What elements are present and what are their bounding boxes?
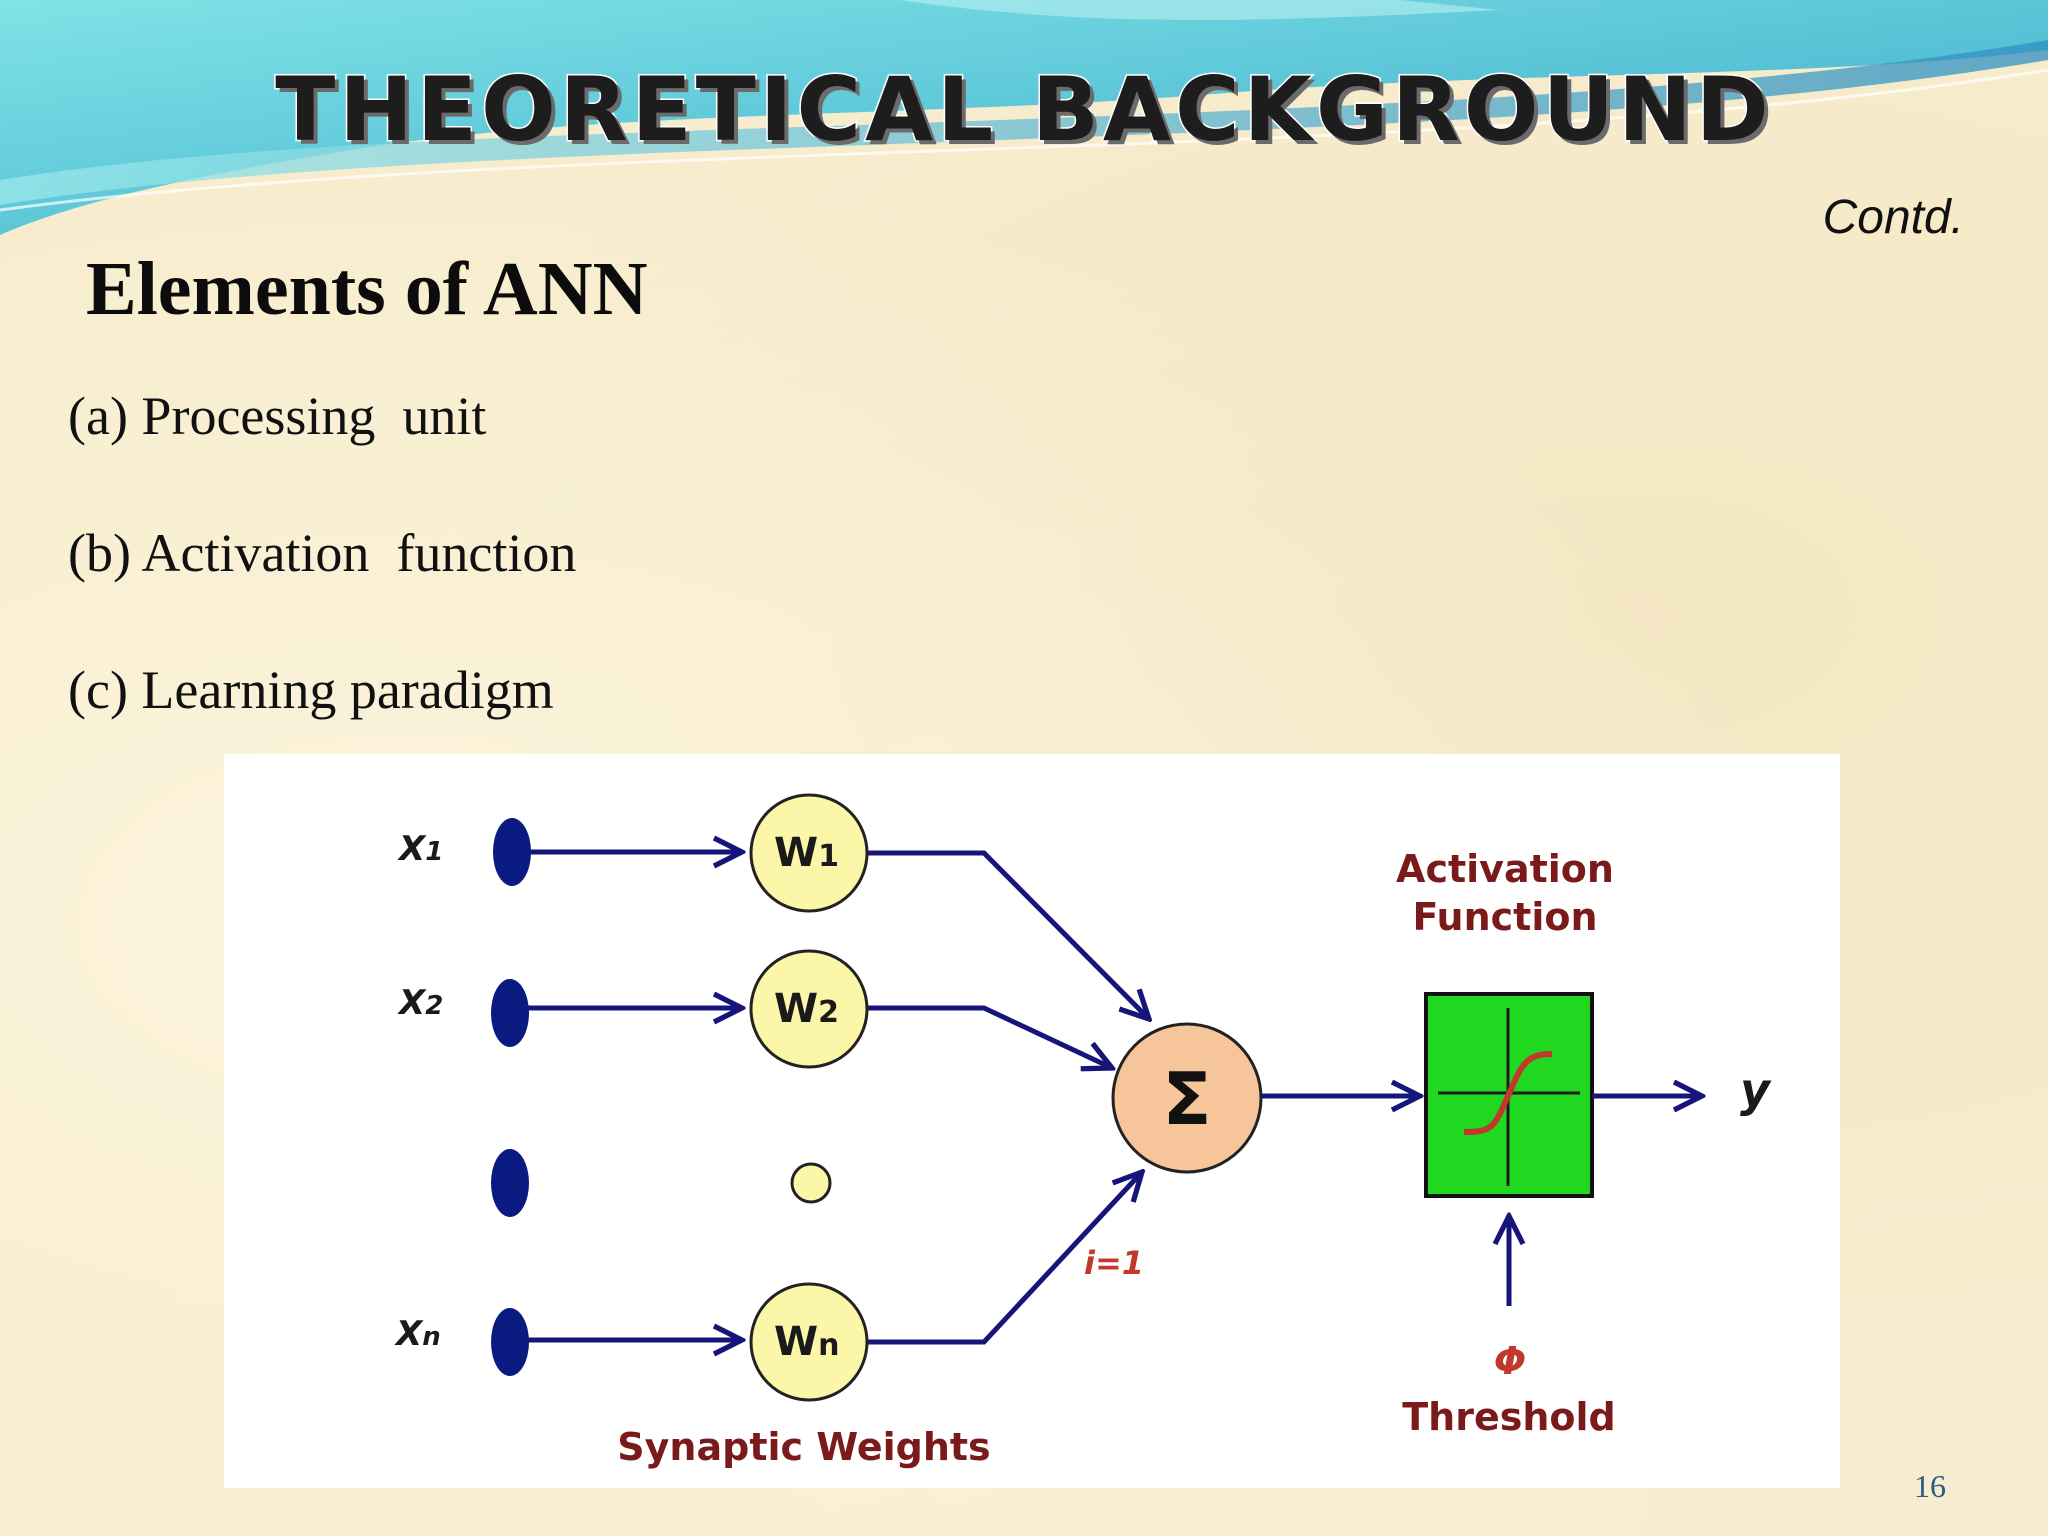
input-label-x2: X2 <box>397 983 443 1023</box>
input-node <box>493 818 531 886</box>
threshold-label: Threshold <box>1402 1395 1616 1439</box>
summation-node <box>1111 1022 1263 1174</box>
input-label-xn: Xn <box>394 1314 441 1354</box>
weight-label-w1: W1 <box>774 830 839 876</box>
input-node <box>491 979 529 1047</box>
elements-list: (a) Processing unit (b) Activation funct… <box>68 375 576 786</box>
weight-node <box>749 793 869 913</box>
weight-to-sum-arrow <box>868 1005 1112 1068</box>
synaptic-weights-label: Synaptic Weights <box>617 1425 990 1469</box>
slide-title: THEORETICAL BACKGROUND <box>274 57 1773 163</box>
weight-to-sum-arrow <box>868 850 1149 1019</box>
threshold-symbol: Φ <box>1494 1339 1526 1383</box>
summation-symbol: Σ <box>1162 1057 1211 1141</box>
list-item: (a) Processing unit <box>68 386 487 446</box>
header-wave-graphic <box>0 0 2048 235</box>
weight-label-w2: W2 <box>774 986 839 1032</box>
weight-to-sum-arrow <box>868 1172 1142 1345</box>
list-item: (b) Activation function <box>68 523 577 583</box>
weight-node-ellipsis <box>790 1162 832 1204</box>
section-heading: Elements of ANN <box>86 247 648 331</box>
weight-node <box>749 1282 869 1402</box>
page-number: 16 <box>1914 1468 1946 1504</box>
neuron-diagram-svg: X1 X2 Xn W1 W2 Wn Σ i=1 Activation Funct… <box>394 793 1772 1469</box>
output-label: y <box>1740 1063 1772 1117</box>
activation-label: Function <box>1412 895 1597 939</box>
list-item: (c) Learning paradigm <box>68 660 554 720</box>
contd-label: Contd. <box>1822 191 1964 244</box>
sum-index-label: i=1 <box>1084 1244 1144 1282</box>
weight-label-wn: Wn <box>774 1319 839 1365</box>
input-label-x1: X1 <box>397 829 443 869</box>
activation-label: Activation <box>1396 847 1614 891</box>
sigmoid-curve-icon <box>1463 1051 1553 1135</box>
weight-node <box>749 949 869 1069</box>
neuron-diagram: X1 X2 Xn W1 W2 Wn Σ i=1 Activation Funct… <box>224 754 1840 1488</box>
input-node <box>491 1308 529 1376</box>
input-node <box>491 1149 529 1217</box>
